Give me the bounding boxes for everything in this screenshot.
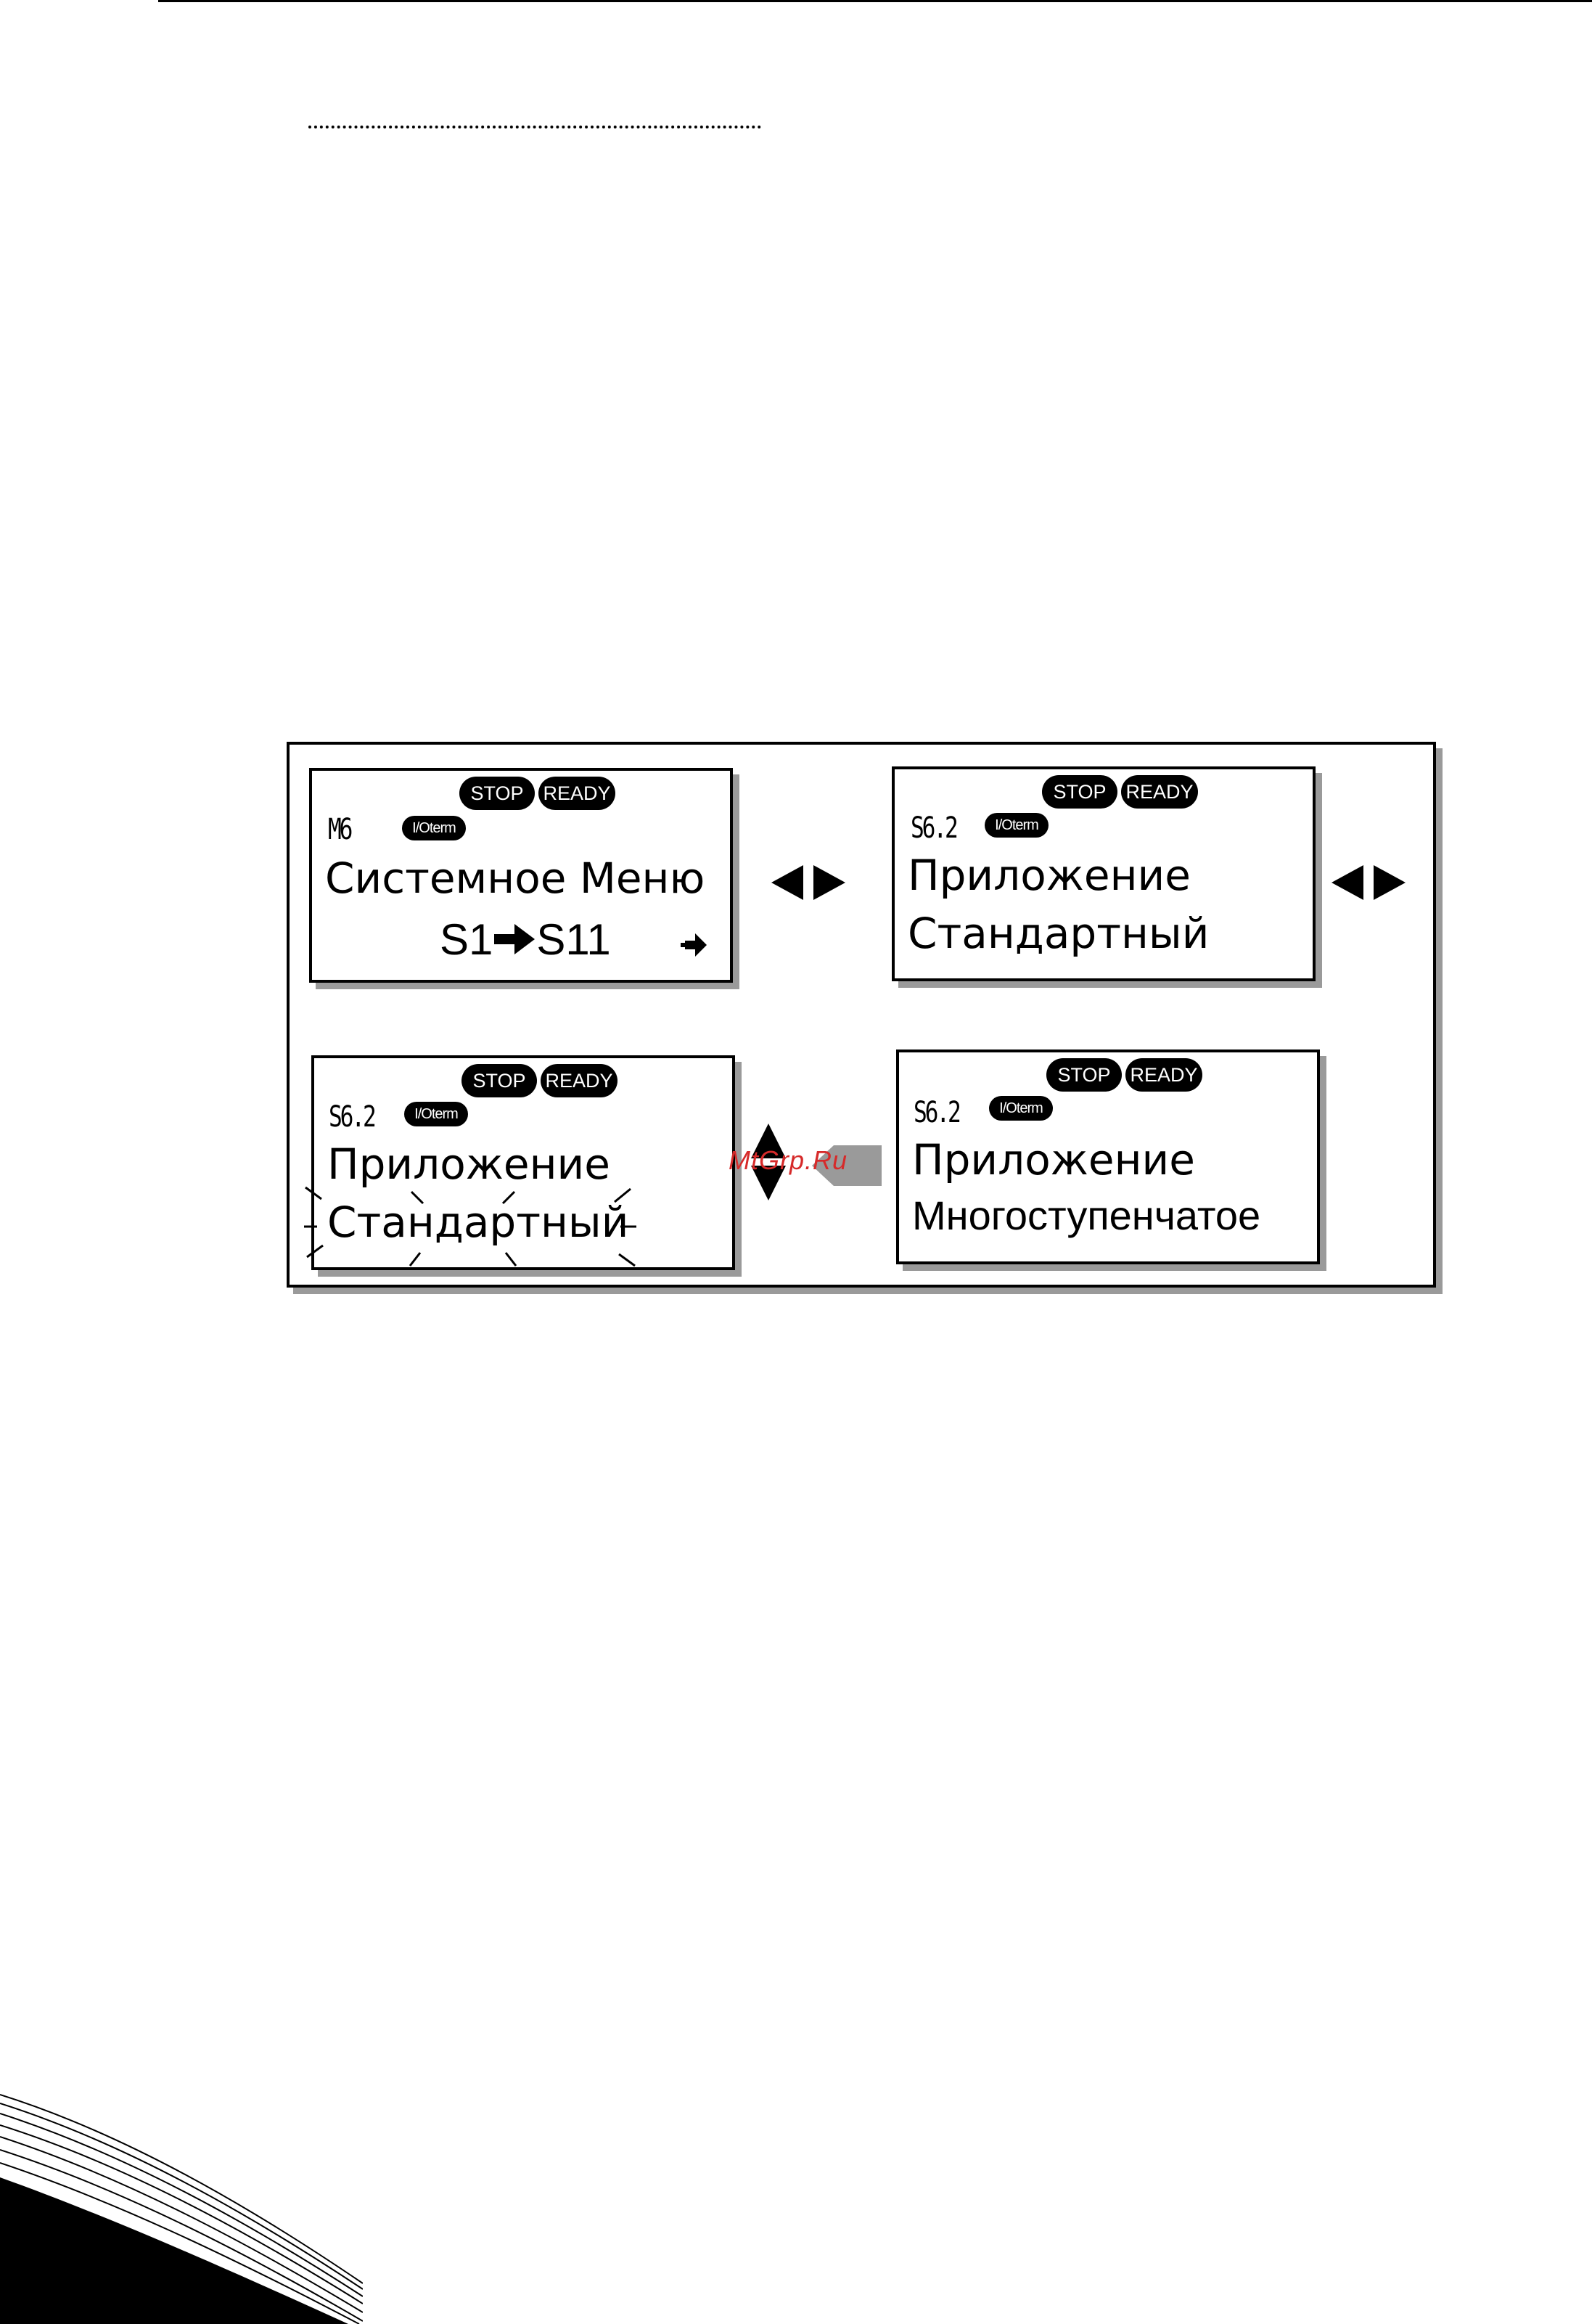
parameter-value: Многоступенчатое (912, 1192, 1260, 1239)
parameter-value: Стандартный (908, 909, 1209, 958)
stop-indicator: STOP (1042, 775, 1117, 809)
ready-indicator: READY (1125, 1058, 1202, 1092)
ready-indicator: READY (1121, 775, 1198, 809)
blink-indicator-icon (311, 1055, 729, 1264)
ready-indicator: READY (538, 777, 615, 810)
parameter-title: Приложение (912, 1135, 1195, 1184)
menu-code: S6.2 (914, 1096, 959, 1129)
io-term-indicator: I/Oterm (985, 813, 1049, 838)
range-start: S1 (440, 915, 493, 964)
submenu-range: S1 S11 (440, 915, 611, 965)
stop-indicator: STOP (459, 777, 535, 810)
io-term-indicator: I/Oterm (989, 1096, 1053, 1121)
watermark: MtGrp.Ru (729, 1145, 848, 1176)
lcd-screen-application-edit: STOP READY S6.2 I/Oterm Приложение Станд… (311, 1055, 735, 1270)
left-right-arrows-icon (1327, 861, 1414, 904)
range-arrow-icon (493, 921, 536, 957)
corner-swoosh-decoration (0, 2090, 363, 2324)
menu-title: Системное Меню (325, 854, 705, 903)
top-rule (158, 0, 1592, 2)
stop-indicator: STOP (1046, 1058, 1122, 1092)
lcd-screen-application: STOP READY S6.2 I/Oterm Приложение Станд… (892, 766, 1316, 981)
dotted-rule (308, 126, 761, 128)
io-term-indicator: I/Oterm (402, 816, 466, 840)
lcd-screen-application-multistep: STOP READY S6.2 I/Oterm Приложение Много… (896, 1050, 1320, 1264)
range-end: S11 (536, 915, 610, 964)
parameter-title: Приложение (908, 851, 1191, 900)
menu-code: M6 (328, 813, 350, 846)
left-right-arrows-icon (767, 861, 854, 904)
menu-code: S6.2 (911, 811, 956, 845)
menu-right-arrow-icon (679, 930, 708, 960)
